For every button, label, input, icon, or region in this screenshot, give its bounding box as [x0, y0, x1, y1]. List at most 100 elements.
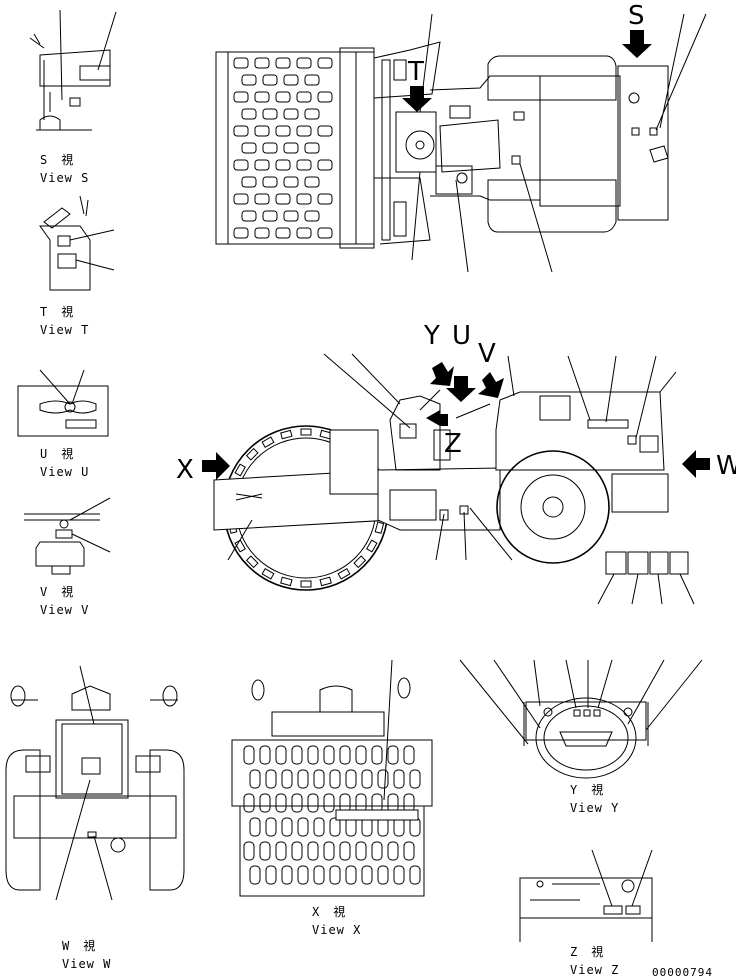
- drum-pad: [281, 769, 293, 789]
- drum-pad: [313, 769, 325, 789]
- drum-pad: [329, 817, 341, 837]
- drum-pad: [291, 793, 303, 813]
- drum-pad: [387, 793, 399, 813]
- drum-pad: [261, 568, 275, 580]
- machine-top-view: [215, 13, 707, 273]
- drum-pad: [387, 745, 399, 765]
- drum-pad: [304, 176, 320, 188]
- arrow-s: [622, 30, 652, 58]
- marker-u: U: [452, 321, 471, 351]
- view-v-caption-en: View V: [40, 603, 89, 617]
- drum-pad: [241, 210, 257, 222]
- drum-pad: [296, 227, 312, 239]
- drum-pad: [307, 793, 319, 813]
- view-z-detail: Z 視 View Z: [519, 849, 653, 977]
- drum-pad: [374, 521, 385, 534]
- drum-pad: [319, 576, 332, 587]
- drum-pad: [243, 745, 255, 765]
- drum-pad: [361, 865, 373, 885]
- drum-pad: [355, 793, 367, 813]
- drum-pad: [317, 227, 333, 239]
- drum-pad: [339, 745, 351, 765]
- drum-pad: [275, 159, 291, 171]
- drum-pad: [283, 74, 299, 86]
- drum-pad: [254, 57, 270, 69]
- drum-pad: [371, 841, 383, 861]
- drum-pad: [361, 769, 373, 789]
- drum-pad: [262, 108, 278, 120]
- drum-pad: [361, 817, 373, 837]
- marker-t: T: [407, 57, 424, 87]
- view-y-caption-en: View Y: [570, 801, 619, 815]
- drum-pad: [403, 745, 415, 765]
- view-u-detail: U 視 View U: [17, 369, 109, 479]
- drum-pad: [296, 159, 312, 171]
- machine-side-view: [213, 353, 695, 605]
- drum-pad: [283, 108, 299, 120]
- view-v-caption-jp: V 視: [40, 584, 74, 599]
- arrow-w: [682, 450, 710, 478]
- drum-pad: [296, 91, 312, 103]
- drum-pad: [300, 580, 312, 588]
- drum-pad: [304, 74, 320, 86]
- front-drum-pads: [243, 745, 421, 885]
- drum-pad: [281, 865, 293, 885]
- drum-pad: [243, 841, 255, 861]
- view-u-caption-jp: U 視: [40, 446, 74, 461]
- drum-pad: [345, 769, 357, 789]
- drum-pad: [307, 841, 319, 861]
- drum-pad: [339, 793, 351, 813]
- drum-pad: [345, 817, 357, 837]
- drum-pad: [259, 745, 271, 765]
- drum-pad: [371, 793, 383, 813]
- drum-pad: [280, 576, 293, 587]
- view-x-caption-jp: X 視: [312, 904, 346, 919]
- drum-pad: [297, 769, 309, 789]
- drawing-number: 00000794: [652, 966, 713, 979]
- arrow-u: [446, 376, 476, 402]
- drum-pad: [323, 841, 335, 861]
- drum-pad: [262, 74, 278, 86]
- drum-pad: [313, 817, 325, 837]
- drum-pad: [241, 74, 257, 86]
- drum-pad: [323, 745, 335, 765]
- drum-pad: [355, 745, 367, 765]
- view-s-caption-jp: S 視: [40, 152, 74, 167]
- drum-pad: [254, 91, 270, 103]
- drum-pad: [300, 428, 312, 436]
- drum-pad: [355, 841, 367, 861]
- drum-pad: [234, 539, 246, 553]
- drum-pad: [241, 142, 257, 154]
- drum-pad: [297, 817, 309, 837]
- drum-pad: [409, 865, 421, 885]
- drum-pad: [317, 193, 333, 205]
- view-x-detail: X 視 View X: [231, 659, 433, 937]
- drum-pad: [233, 91, 249, 103]
- drum-pad: [296, 193, 312, 205]
- drum-pad: [307, 745, 319, 765]
- drum-pad: [249, 865, 261, 885]
- drum-pad: [254, 227, 270, 239]
- drum-pad: [259, 793, 271, 813]
- drum-pad: [254, 125, 270, 137]
- drum-pad: [234, 463, 246, 477]
- marker-w: W: [716, 451, 736, 481]
- drum-pad: [265, 769, 277, 789]
- drum-pad: [261, 436, 275, 448]
- marker-s: S: [628, 1, 645, 31]
- drum-pad: [366, 539, 378, 553]
- arrow-y: [430, 362, 454, 386]
- drum-pad: [377, 865, 389, 885]
- view-u-caption-en: View U: [40, 465, 89, 479]
- drum-pad: [345, 865, 357, 885]
- view-w-caption-jp: W 視: [62, 938, 96, 953]
- drum-pad: [275, 125, 291, 137]
- drum-pad: [304, 108, 320, 120]
- drum-pad: [291, 841, 303, 861]
- drum-pad: [317, 57, 333, 69]
- drum-pad: [283, 176, 299, 188]
- arrow-v: [478, 372, 504, 398]
- drum-pad: [262, 176, 278, 188]
- view-w-caption-en: View W: [62, 957, 111, 971]
